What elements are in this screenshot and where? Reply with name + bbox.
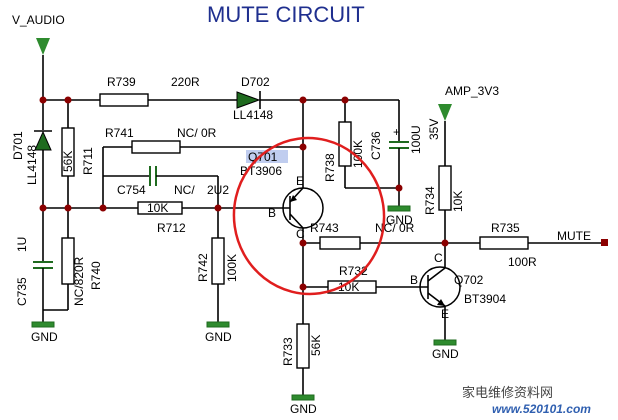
resistor-r738 [338, 121, 352, 167]
label-gnd-r742: GND [205, 330, 232, 344]
label-gnd-left: GND [31, 330, 58, 344]
ground-icon [31, 321, 55, 328]
junction-dot [299, 239, 307, 247]
label-r734-ref: R734 [423, 186, 437, 215]
q702-emitter-arrow-icon [437, 299, 445, 306]
label-r739-value: 220R [171, 75, 200, 89]
label-q701-ref: Q701 [248, 150, 278, 164]
junction-dot [214, 204, 222, 212]
q701-pin-c: C [296, 227, 305, 241]
resistor-r743 [319, 236, 361, 250]
v-audio-arrow-icon [36, 38, 50, 55]
label-r735-ref: R735 [491, 221, 520, 235]
junction-dot [441, 239, 449, 247]
label-c736-value: 100U [409, 125, 423, 154]
label-r742-ref: R742 [196, 253, 210, 282]
resistor-r734 [438, 165, 452, 211]
ground-icon [206, 321, 230, 328]
label-c735-value: 1U [15, 237, 29, 252]
capacitor-c736-plus-icon: + [393, 125, 400, 139]
label-c735-ref: C735 [15, 277, 29, 306]
q701-collector-leg [289, 213, 304, 229]
junction-dot [299, 143, 307, 151]
label-r735-value: 100R [508, 255, 537, 269]
watermark-chinese: 家电维修资料网 [462, 385, 553, 401]
label-r742-value: 100K [225, 254, 239, 282]
q702-pin-b: B [410, 273, 418, 287]
resistor-r733 [296, 323, 310, 369]
junction-dot [64, 204, 72, 212]
q702-collector-leg [427, 267, 446, 282]
label-r732-value: 10K [338, 280, 359, 294]
label-gnd-c736: GND [386, 213, 413, 227]
label-c736-ref: C736 [369, 131, 383, 160]
transistor-q702-icon [419, 266, 461, 308]
junction-dot [39, 204, 47, 212]
label-r740-ref: R740 [89, 261, 103, 290]
junction-dot [395, 184, 403, 192]
junction-dot [299, 283, 307, 291]
label-d701-value: LL4148 [25, 145, 39, 185]
label-c754-ref: C754 [117, 183, 146, 197]
label-gnd-q702: GND [432, 347, 459, 361]
label-r743-ref: R743 [310, 221, 339, 235]
label-d702-value: LL4148 [233, 108, 273, 122]
label-r711-ref: R711 [81, 147, 95, 175]
ground-icon [433, 339, 457, 346]
resistor-r739 [99, 93, 149, 107]
label-d702-ref: D702 [241, 75, 270, 89]
junction-dot [341, 96, 349, 104]
junction-dot [99, 204, 107, 212]
highlight-ellipse [232, 136, 386, 296]
label-r738-ref: R738 [323, 153, 337, 182]
junction-dot [64, 96, 72, 104]
net-label-v-audio: V_AUDIO [12, 13, 65, 27]
net-label-amp-3v3: AMP_3V3 [445, 84, 499, 98]
junction-dot [39, 96, 47, 104]
label-d701-ref: D701 [11, 131, 25, 160]
label-r711-value: 56K [61, 151, 75, 172]
label-q702-value: BT3904 [464, 292, 506, 306]
label-r712-ref: R712 [157, 221, 186, 235]
q701-pin-e: E [296, 174, 304, 188]
label-35v: 35V [427, 119, 441, 140]
label-q702-ref: Q702 [454, 273, 484, 287]
q701-pin-b: B [268, 206, 276, 220]
label-r741-value: NC/ 0R [177, 126, 217, 140]
label-r712-value: 10K [147, 201, 168, 215]
resistor-r741 [131, 140, 181, 154]
label-r739-ref: R739 [107, 75, 136, 89]
label-gnd-r733: GND [290, 402, 317, 416]
label-r734-value: 10K [451, 191, 465, 212]
label-c754-value2: 2U2 [207, 183, 229, 197]
diagram-title: MUTE CIRCUIT [207, 2, 365, 27]
q702-pin-c: C [434, 251, 443, 265]
label-c754-value: NC/ [174, 183, 195, 197]
junction-dot [299, 96, 307, 104]
label-r733-value: 56K [309, 335, 323, 356]
q701-emitter-arrow-icon [290, 195, 297, 202]
diode-d702-icon [236, 91, 261, 109]
ground-icon [387, 205, 411, 212]
ground-icon [291, 394, 315, 401]
label-r740-value: NC/820R [72, 256, 86, 306]
resistor-r742 [211, 237, 225, 285]
label-r741-ref: R741 [105, 126, 134, 140]
watermark-url: www.520101.com [492, 402, 591, 416]
resistor-r735 [479, 236, 529, 250]
mute-terminal-icon [601, 239, 608, 246]
amp-3v3-arrow-icon [438, 104, 452, 121]
label-r733-ref: R733 [281, 337, 295, 366]
net-label-mute: MUTE [557, 229, 591, 243]
